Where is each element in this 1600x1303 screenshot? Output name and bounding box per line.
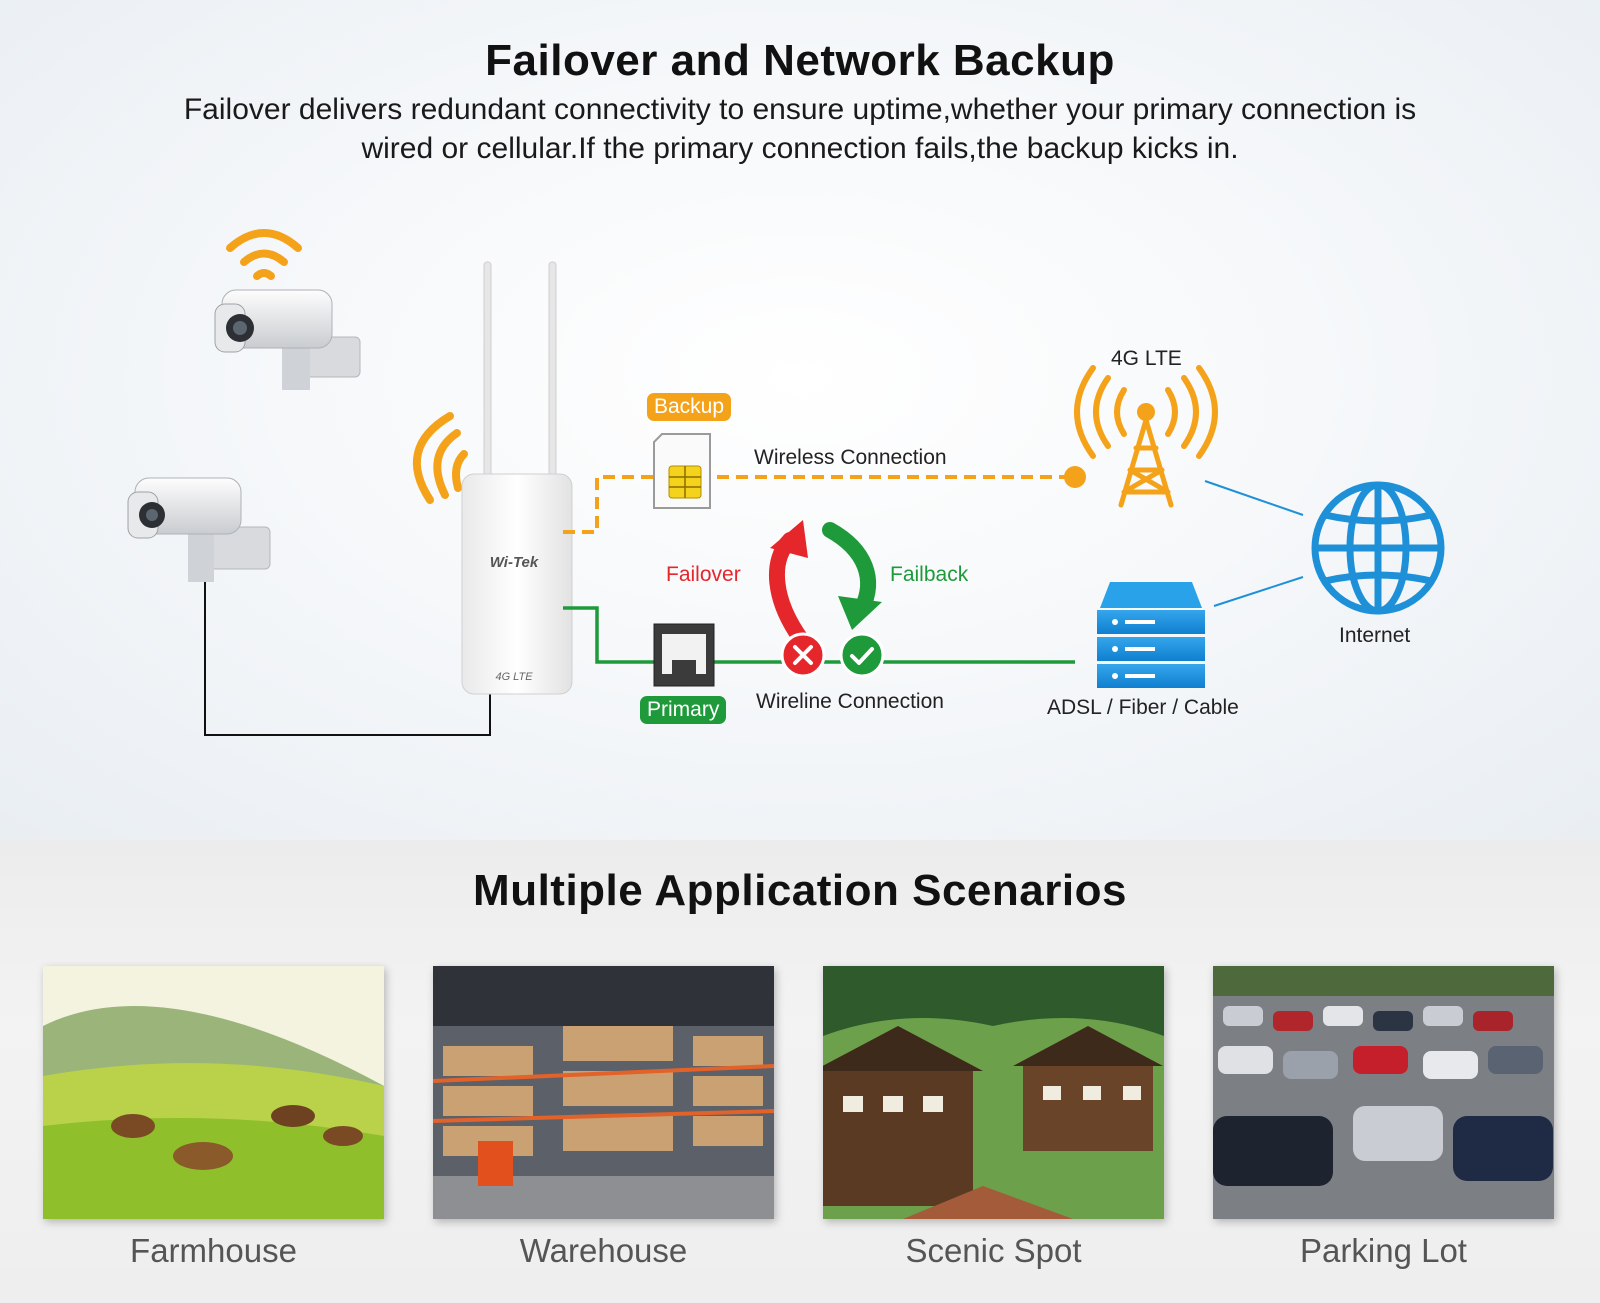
wireless-connection-line — [563, 475, 1075, 534]
lte-label: 4G LTE — [1111, 347, 1182, 370]
router-brand: Wi-Tek — [490, 554, 539, 571]
scenic-spot-caption: Scenic Spot — [905, 1232, 1082, 1269]
subtitle-line-1: Failover delivers redundant connectivity… — [183, 93, 1417, 126]
subtitle-line-2: wired or cellular.If the primary connect… — [361, 132, 1239, 165]
parking-lot-caption: Parking Lot — [1300, 1232, 1467, 1269]
internet-globe-icon — [1311, 481, 1445, 615]
camera-top-icon — [214, 229, 361, 390]
scenic-spot-photo — [823, 966, 1164, 1219]
adsl-internet-link — [1213, 576, 1304, 607]
failover-label: Failover — [666, 563, 741, 586]
scenarios-title: Multiple Application Scenarios — [473, 866, 1127, 915]
failover-section — [0, 0, 1600, 840]
failback-arrow-icon — [822, 522, 885, 678]
warehouse-caption: Warehouse — [519, 1232, 688, 1269]
adsl-label: ADSL / Fiber / Cable — [1047, 696, 1239, 719]
wireline-connection-line — [563, 606, 1075, 664]
backup-tag: Backup — [647, 393, 732, 421]
lte-internet-link — [1204, 480, 1304, 516]
wireless-endpoint-dot — [1064, 466, 1086, 488]
adsl-server-icon — [1097, 582, 1205, 688]
router-icon: Wi-Tek 4G LTE — [461, 261, 573, 695]
sim-card-icon — [653, 433, 711, 509]
page-subtitle: Failover delivers redundant connectivity… — [100, 90, 1500, 168]
farmhouse-caption: Farmhouse — [130, 1232, 297, 1269]
failover-diagram: Wi-Tek 4G LTE — [127, 229, 1445, 736]
internet-label: Internet — [1339, 624, 1411, 647]
camera-bottom-icon — [127, 477, 271, 582]
page-title: Failover and Network Backup — [485, 36, 1115, 85]
failback-label: Failback — [890, 563, 969, 586]
lte-tower-icon — [1074, 365, 1218, 508]
farmhouse-photo — [43, 966, 384, 1219]
router-model: 4G LTE — [495, 671, 533, 683]
wireline-connection-label: Wireline Connection — [756, 690, 944, 713]
router-wifi-icon — [412, 412, 468, 504]
wireless-connection-label: Wireless Connection — [754, 446, 947, 469]
camera-cable — [204, 582, 491, 736]
parking-lot-photo — [1213, 966, 1554, 1219]
primary-tag: Primary — [640, 696, 727, 724]
ethernet-port-icon — [653, 623, 715, 687]
failover-arrow-icon — [769, 520, 826, 678]
warehouse-photo — [433, 966, 774, 1219]
